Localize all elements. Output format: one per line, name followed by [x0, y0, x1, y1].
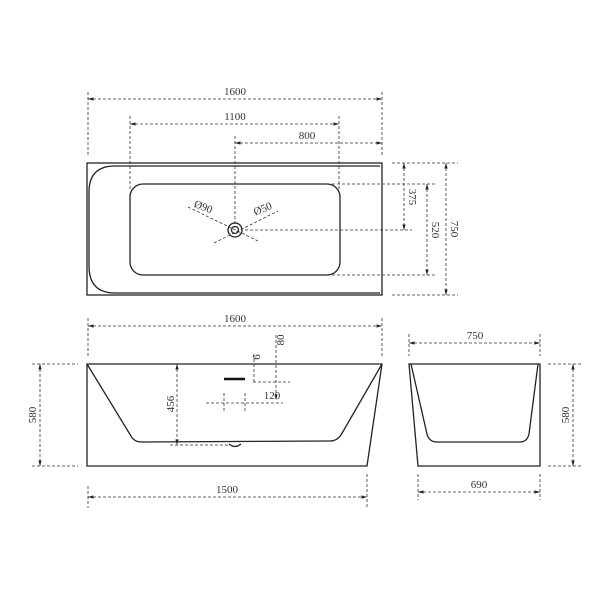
- dim-label: 6: [251, 354, 263, 360]
- dim-label: 1500: [216, 484, 239, 496]
- front-outline: [86, 363, 383, 467]
- front-basin: [86, 363, 383, 443]
- dim-label: Ø50: [252, 200, 275, 218]
- top-view: 1600 1100 800 375 520 750 Ø90 Ø50: [86, 86, 460, 296]
- dim-label: 1100: [224, 111, 246, 123]
- dim-label: 520: [429, 222, 441, 239]
- dim-label: 580: [560, 406, 572, 423]
- dim-label: 120: [264, 390, 281, 402]
- dim-label: 580: [27, 406, 39, 423]
- dim-label: 800: [299, 130, 316, 142]
- dim-label: 80: [275, 334, 287, 346]
- top-outline: [86, 162, 383, 296]
- leader-50: [213, 210, 279, 244]
- dim-label: 690: [471, 479, 488, 491]
- front-view: 1600 580 456 6 80 120 1500: [27, 313, 383, 508]
- dim-label: 750: [467, 330, 484, 342]
- dim-label: 1600: [224, 313, 247, 325]
- dim-label: 456: [165, 395, 177, 412]
- leader-90: [187, 206, 259, 242]
- tub-rim: [88, 165, 380, 294]
- dim-label: 375: [406, 189, 418, 206]
- dim-label: 750: [448, 221, 460, 238]
- side-basin: [410, 363, 539, 443]
- side-outline: [408, 363, 541, 467]
- drain-inner: [230, 225, 240, 235]
- side-view: 750 580 690: [408, 330, 582, 500]
- drain-icon: [228, 443, 242, 448]
- dim-label: 1600: [224, 86, 247, 98]
- dim-label: Ø90: [192, 198, 215, 216]
